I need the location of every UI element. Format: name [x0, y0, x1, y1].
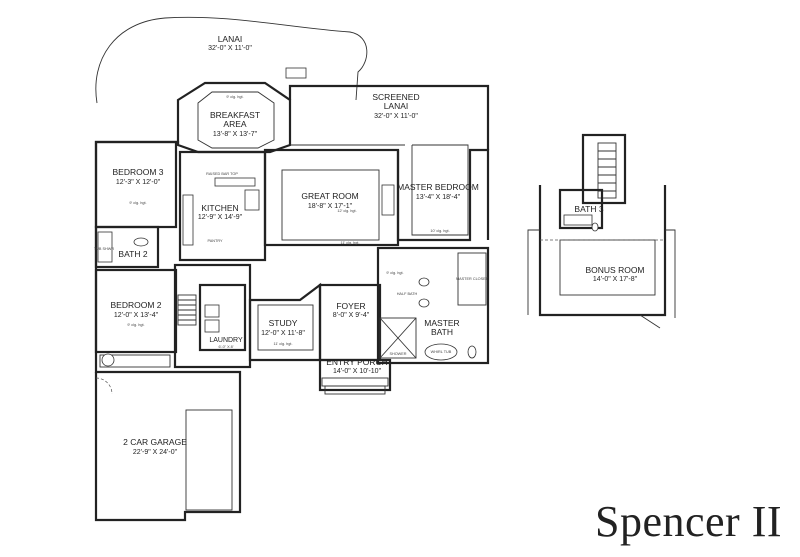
- master-bath-ceiling-note: 9' clg. hgt.: [386, 271, 403, 275]
- main-stairs: [177, 294, 197, 326]
- laundry-wall: [198, 283, 247, 352]
- bath3-label: BATH 3: [574, 204, 603, 214]
- bath3-tub: [563, 214, 593, 226]
- entry-porch-dim: 14'-0" X 10'-10": [333, 368, 382, 375]
- laundry-label: LAUNDRY: [209, 337, 243, 344]
- laundry-dim: 6'-0" X 8': [218, 345, 233, 349]
- water-heater: [101, 353, 115, 367]
- master-sink-2: [418, 298, 430, 308]
- pantry-note: PANTRY: [207, 239, 223, 243]
- bedroom2-dim: 12'-0" X 13'-4": [114, 312, 159, 319]
- breakfast-label-2: AREA: [223, 119, 246, 129]
- bedroom3-ceiling-note: 9' clg. hgt.: [129, 201, 146, 205]
- bedroom3-dim: 12'-3" X 12'-0": [116, 179, 161, 186]
- master-toilet: [467, 345, 477, 359]
- garage-wall: [94, 370, 242, 522]
- bedroom2-ceiling-note: 9' clg. hgt.: [127, 323, 144, 327]
- fireplace: [381, 184, 395, 216]
- entry-porch-wall: [318, 358, 392, 392]
- whirlpool-note: WHIRL TUB: [431, 350, 452, 354]
- master-closet-note: MASTER CLOSET: [456, 277, 489, 281]
- laundry-dryer: [204, 319, 220, 333]
- bath2-wall: [94, 225, 160, 269]
- study-label: STUDY: [269, 318, 298, 328]
- whirlpool-tub: [424, 343, 458, 361]
- entry-step-1: [321, 377, 389, 387]
- screened-lanai-wall: [288, 84, 490, 150]
- kitchen-range: [244, 189, 260, 211]
- bedroom2-closet: [99, 354, 171, 368]
- bonus-outer-wall: [538, 185, 667, 317]
- great-room-ceiling-note-2: 11' clg. hgt.: [340, 241, 359, 245]
- bath2-tub: [97, 231, 113, 263]
- kitchen-dim: 12'-9" X 14'-9": [198, 214, 243, 221]
- garage-dim: 22'-9" X 24'-0": [133, 449, 178, 456]
- lanai-outline: [95, 16, 368, 104]
- master-bath-wall: [376, 246, 490, 365]
- master-bedroom-tray: [411, 144, 469, 236]
- master-bedroom-label: MASTER BEDROOM: [397, 182, 479, 192]
- breakfast-dim: 13'-8" X 13'-7": [213, 131, 258, 138]
- garage-bench: [185, 409, 233, 511]
- bedroom2-label: BEDROOM 2: [110, 300, 161, 310]
- garage-door-swing: [95, 377, 113, 395]
- bonus-roof-edge-r: [665, 229, 676, 318]
- bedroom3-label: BEDROOM 3: [112, 167, 163, 177]
- master-bath-label-2: BATH: [431, 327, 453, 337]
- master-bedroom-dim: 13'-4" X 18'-4": [416, 194, 461, 201]
- screened-lanai-label-2: LANAI: [384, 101, 409, 111]
- master-closet: [457, 252, 487, 306]
- lanai-grill: [285, 67, 307, 79]
- kitchen-island: [214, 177, 256, 187]
- great-room-dim: 18'-8" X 17'-1": [308, 203, 353, 210]
- shower-x2: [379, 317, 417, 359]
- raised-bar-note: RAISED BAR TOP: [206, 172, 238, 176]
- laundry-washer: [204, 304, 220, 318]
- half-bath-note: HALF BATH: [397, 292, 418, 296]
- great-room-tray: [281, 169, 380, 241]
- entry-porch-label: ENTRY PORCH: [326, 357, 388, 367]
- study-tray: [257, 304, 314, 351]
- shower-stall: [379, 317, 417, 359]
- master-sink-1: [418, 277, 430, 287]
- breakfast-ceiling-note: 9' clg. hgt.: [226, 95, 243, 99]
- master-ceiling-note: 10' clg. hgt.: [430, 229, 449, 233]
- foyer-dim: 8'-0" X 9'-4": [333, 312, 370, 319]
- study-ceiling-note: 11' clg. hgt.: [273, 342, 292, 346]
- foyer-wall: [318, 283, 382, 362]
- kitchen-label: KITCHEN: [201, 203, 238, 213]
- tub-shower-note: TUB SHWR: [94, 247, 115, 251]
- bath2-label: BATH 2: [118, 249, 147, 259]
- bedroom2-wall: [94, 268, 178, 354]
- garage-label: 2 CAR GARAGE: [123, 437, 187, 447]
- bath3-toilet: [591, 222, 599, 232]
- screened-lanai-label: SCREENED: [372, 92, 419, 102]
- breakfast-label: BREAKFAST: [210, 110, 260, 120]
- study-dim: 12'-0" X 11'-8": [261, 330, 305, 337]
- plan-title: Spencer II: [594, 497, 782, 546]
- bath2-sink: [133, 237, 149, 247]
- bonus-stair-well: [581, 133, 627, 205]
- master-bath-label: MASTER: [424, 318, 459, 328]
- shower-note: SHOWER: [389, 352, 406, 356]
- lanai-label: LANAI: [218, 34, 243, 44]
- bonus-bath3-wall: [558, 188, 604, 230]
- bonus-room-label: BONUS ROOM: [585, 265, 644, 275]
- kitchen-counter: [182, 194, 194, 246]
- great-room-ceiling-note: 12' clg. hgt.: [337, 209, 356, 213]
- lanai-dim: 32'-0" X 11'-0": [208, 45, 252, 52]
- foyer-label: FOYER: [336, 301, 365, 311]
- bonus-roof-line: [639, 314, 661, 329]
- bonus-roof-edge: [527, 229, 540, 315]
- entry-step-2: [324, 385, 386, 395]
- breakfast-inner-octagon: [197, 91, 275, 149]
- kitchen-wall: [178, 150, 267, 262]
- bonus-room-dim: 14'-0" X 17'-8": [593, 276, 638, 283]
- great-room-label: GREAT ROOM: [301, 191, 358, 201]
- screened-lanai-dim: 32'-0" X 11'-0": [374, 113, 418, 120]
